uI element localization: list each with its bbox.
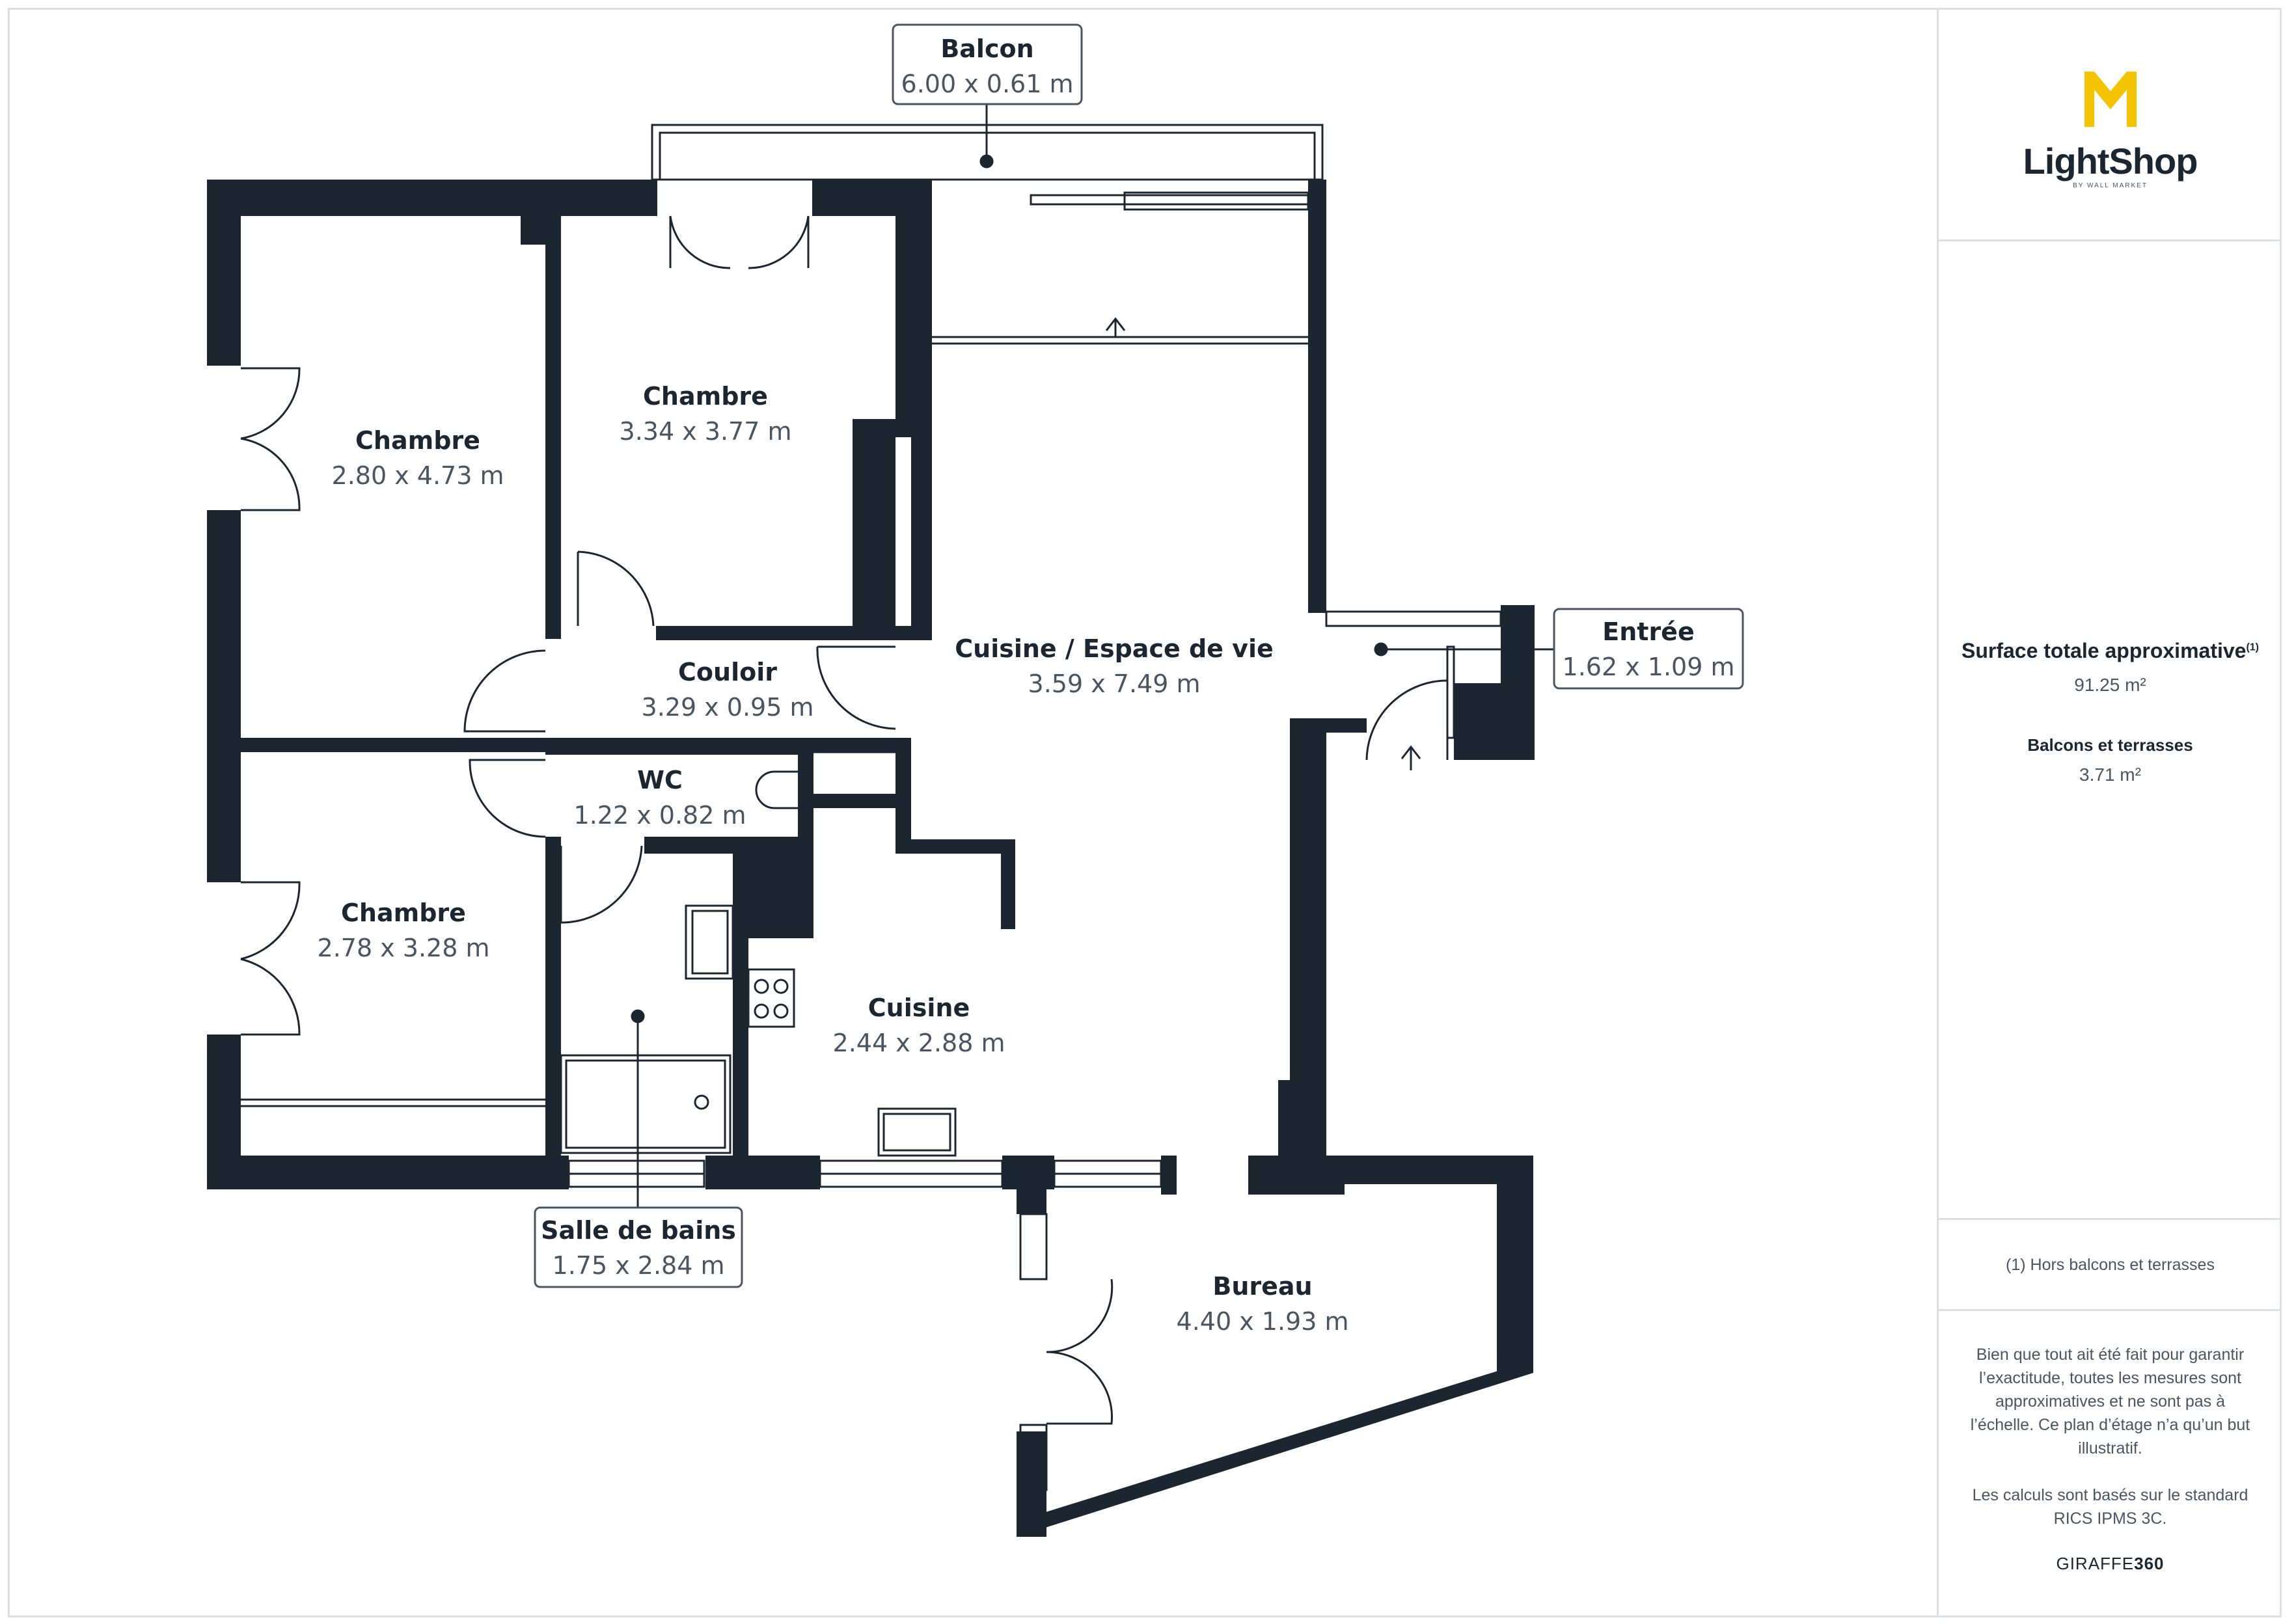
total-surface: Surface totale approximative(1) 91.25 m² — [1939, 639, 2282, 696]
callout-name-entree: Entrée — [1602, 617, 1694, 646]
callout-dims-salle-de-bains: 1.75 x 2.84 m — [553, 1251, 725, 1280]
footnote: (1) Hors balcons et terrasses — [2006, 1256, 2215, 1274]
room-name-wc: WC — [637, 766, 683, 794]
callout-name-salle-de-bains: Salle de bains — [541, 1216, 736, 1245]
fixtures — [560, 317, 1421, 1157]
giraffe360-brand: GIRAFFE360 — [2056, 1554, 2165, 1573]
disclaimer-standard: Les calculs sont basés sur le standard R… — [1972, 1486, 2248, 1528]
callout-dims-balcon: 6.00 x 0.61 m — [901, 70, 1074, 98]
disclaimer-text: Bien que tout ait été fait pour garantir… — [1970, 1346, 2250, 1457]
room-dims-chambre-3: 2.78 x 3.28 m — [318, 934, 490, 962]
sidebar-divider-logo — [1939, 239, 2282, 241]
room-dims-couloir: 3.29 x 0.95 m — [642, 693, 814, 722]
room-name-chambre-3: Chambre — [341, 899, 466, 927]
total-surface-value: 91.25 m² — [2074, 675, 2146, 695]
page-frame — [8, 8, 2282, 1617]
balcony-surface: Balcons et terrasses 3.71 m² — [1939, 735, 2282, 785]
room-name-cuisine: Cuisine — [868, 994, 970, 1022]
callout-leaders — [631, 104, 1554, 1208]
callout-balcon: Balcon 6.00 x 0.61 m — [892, 23, 1083, 105]
doors — [240, 215, 1449, 1425]
room-dims-chambre-1: 2.80 x 4.73 m — [332, 461, 504, 490]
sidebar-divider-disclaimer — [1939, 1309, 2282, 1311]
room-dims-cuisine: 2.44 x 2.88 m — [833, 1029, 1005, 1057]
floor-plan: Chambre 2.80 x 4.73 m Chambre 3.34 x 3.7… — [207, 23, 1744, 1537]
callout-name-balcon: Balcon — [940, 34, 1033, 63]
logo-wordmark: LightShop — [2023, 141, 2198, 182]
room-dims-cuisine-espace: 3.59 x 7.49 m — [1028, 670, 1201, 698]
callout-salle-de-bains: Salle de bains 1.75 x 2.84 m — [534, 1206, 743, 1288]
room-name-bureau: Bureau — [1212, 1272, 1312, 1301]
logo-subtitle: BY WALL MARKET — [2073, 182, 2148, 189]
room-dims-chambre-2: 3.34 x 3.77 m — [620, 417, 792, 446]
sidebar-divider-footnote — [1939, 1218, 2282, 1220]
disclaimer: Bien que tout ait été fait pour garantir… — [1939, 1343, 2282, 1574]
sidebar-divider — [1937, 8, 1939, 1617]
room-labels: Chambre 2.80 x 4.73 m Chambre 3.34 x 3.7… — [318, 382, 1349, 1336]
windows — [241, 191, 1502, 1491]
room-dims-bureau: 4.40 x 1.93 m — [1177, 1307, 1349, 1336]
room-name-couloir: Couloir — [678, 658, 777, 686]
lightshop-logo-icon — [2084, 72, 2137, 127]
callout-dims-entree: 1.62 x 1.09 m — [1563, 653, 1735, 681]
callout-entree: Entrée 1.62 x 1.09 m — [1553, 608, 1744, 690]
room-name-chambre-1: Chambre — [355, 426, 480, 455]
walls — [207, 180, 1535, 1537]
balcony-surface-value: 3.71 m² — [2079, 765, 2141, 785]
room-dims-wc: 1.22 x 0.82 m — [574, 801, 746, 830]
logo: LightShop BY WALL MARKET — [1939, 65, 2282, 189]
balcony-surface-label: Balcons et terrasses — [2027, 735, 2193, 755]
total-surface-label: Surface totale approximative(1) — [1961, 639, 2260, 662]
total-surface-note-mark: (1) — [2246, 642, 2260, 653]
room-name-cuisine-espace: Cuisine / Espace de vie — [955, 634, 1274, 663]
room-name-chambre-2: Chambre — [643, 382, 768, 411]
